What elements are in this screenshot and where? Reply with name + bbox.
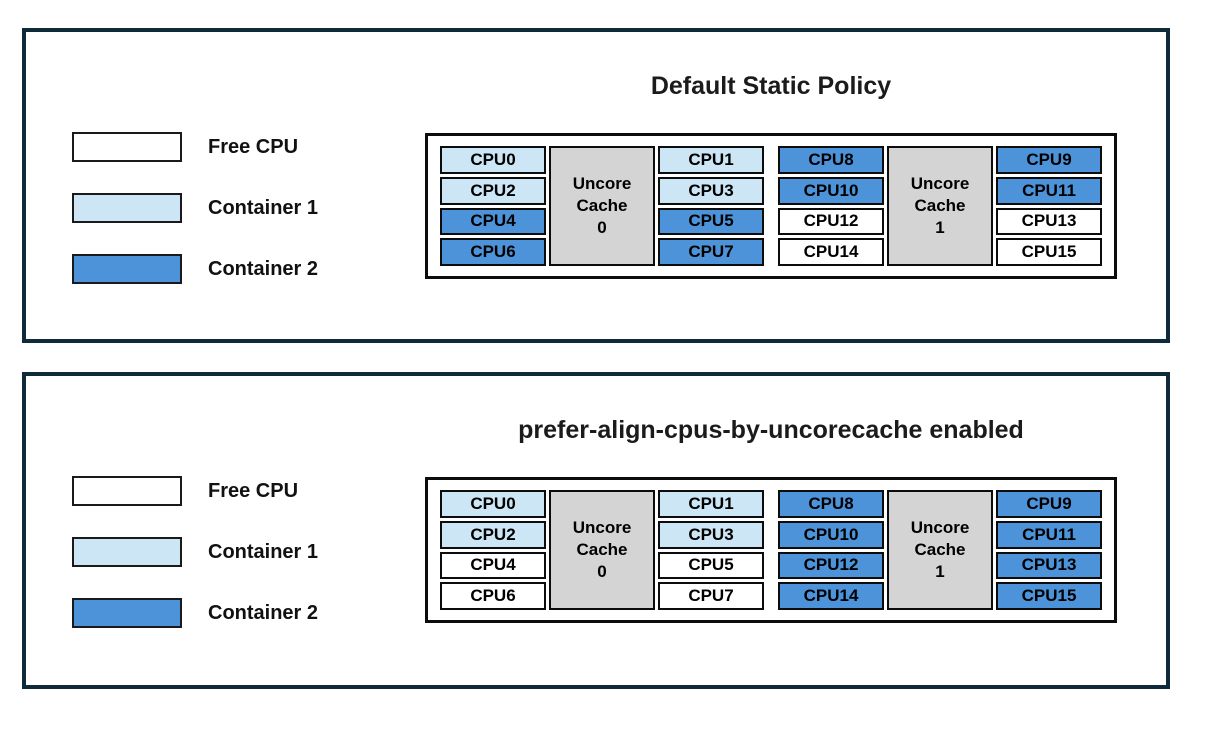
- legend-swatch-free: [72, 132, 182, 162]
- panel-default-static-policy: Default Static Policy Free CPU Container …: [22, 28, 1170, 343]
- cpu-cell-cpu9: CPU9: [996, 146, 1102, 174]
- legend-label: Container 1: [208, 540, 319, 563]
- cpu-cell-cpu12: CPU12: [778, 207, 884, 236]
- legend-swatch-free: [72, 476, 182, 506]
- cpu-cell-cpu0: CPU0: [440, 490, 546, 518]
- cpu-cell-cpu12: CPU12: [778, 551, 884, 580]
- legend-label: Free CPU: [208, 135, 299, 158]
- cpu-cell-cpu14: CPU14: [778, 238, 884, 266]
- legend-label: Free CPU: [208, 479, 299, 502]
- cpu-cell-cpu8: CPU8: [778, 490, 884, 518]
- cpu-cell-cpu10: CPU10: [778, 520, 884, 549]
- cpu-cell-cpu15: CPU15: [996, 238, 1102, 266]
- cpu-cell-cpu6: CPU6: [440, 582, 546, 610]
- cpu-cell-cpu10: CPU10: [778, 176, 884, 205]
- legend-swatch-container2: [72, 254, 182, 284]
- cpu-cell-cpu15: CPU15: [996, 582, 1102, 610]
- cpu-cell-cpu0: CPU0: [440, 146, 546, 174]
- legend-item: Container 1: [72, 193, 318, 223]
- cpu-cell-cpu4: CPU4: [440, 551, 546, 580]
- legend-swatch-container1: [72, 193, 182, 223]
- cpu-cell-cpu11: CPU11: [996, 176, 1102, 205]
- legend-item: Container 2: [72, 598, 318, 628]
- cpu-cell-cpu3: CPU3: [658, 176, 764, 205]
- legend: Free CPU Container 1 Container 2: [72, 476, 318, 628]
- legend-label: Container 2: [208, 601, 319, 624]
- cpu-cell-cpu2: CPU2: [440, 520, 546, 549]
- legend-swatch-container2: [72, 598, 182, 628]
- cpu-cell-cpu1: CPU1: [658, 146, 764, 174]
- legend-label: Container 1: [208, 196, 319, 219]
- cpu-cell-cpu1: CPU1: [658, 490, 764, 518]
- cpu-cell-cpu13: CPU13: [996, 551, 1102, 580]
- legend-item: Container 1: [72, 537, 318, 567]
- cpu-cell-cpu14: CPU14: [778, 582, 884, 610]
- cpu-cell-cpu13: CPU13: [996, 207, 1102, 236]
- legend-swatch-container1: [72, 537, 182, 567]
- panel-title: Default Static Policy: [650, 72, 892, 100]
- legend-item: Container 2: [72, 254, 318, 284]
- cpu-cell-cpu6: CPU6: [440, 238, 546, 266]
- cpu-cell-cpu3: CPU3: [658, 520, 764, 549]
- legend-item: Free CPU: [72, 476, 318, 506]
- legend: Free CPU Container 1 Container 2: [72, 132, 318, 284]
- cpu-cell-cpu2: CPU2: [440, 176, 546, 205]
- cpu-cell-cpu5: CPU5: [658, 207, 764, 236]
- cpu-cell-cpu8: CPU8: [778, 146, 884, 174]
- cpu-cell-cpu7: CPU7: [658, 238, 764, 266]
- cpu-cell-cpu4: CPU4: [440, 207, 546, 236]
- panel-title: prefer-align-cpus-by-uncorecache enabled: [518, 416, 1024, 444]
- cpu-cell-cpu5: CPU5: [658, 551, 764, 580]
- panel-prefer-align-cpus-by-uncorecache: prefer-align-cpus-by-uncorecache enabled…: [22, 372, 1170, 689]
- cpu-cell-cpu9: CPU9: [996, 490, 1102, 518]
- cpu-cell-cpu11: CPU11: [996, 520, 1102, 549]
- legend-label: Container 2: [208, 257, 319, 280]
- cpu-cell-cpu7: CPU7: [658, 582, 764, 610]
- legend-item: Free CPU: [72, 132, 318, 162]
